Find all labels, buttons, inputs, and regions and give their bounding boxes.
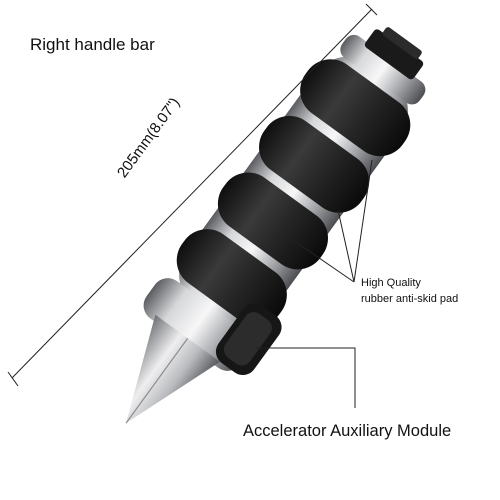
- accelerator-module-label: Accelerator Auxiliary Module: [243, 422, 452, 440]
- end-cap: [340, 27, 426, 105]
- module-callout-line: [255, 347, 356, 408]
- rubber-pad-callout-lines: [289, 159, 373, 283]
- rubber-pad-label-line2: rubber anti-skid pad: [361, 293, 459, 305]
- rubber-pad-label-line1: High Quality: [361, 277, 421, 289]
- handlebar-grip: [125, 27, 426, 424]
- dimension-line: [7, 3, 378, 387]
- rubber-pads: [176, 59, 411, 327]
- title-label: Right handle bar: [30, 35, 155, 54]
- rubber-pad-label: High Quality rubber anti-skid pad: [361, 275, 458, 307]
- spike-tip: [125, 314, 221, 424]
- accelerator-module: [215, 303, 282, 376]
